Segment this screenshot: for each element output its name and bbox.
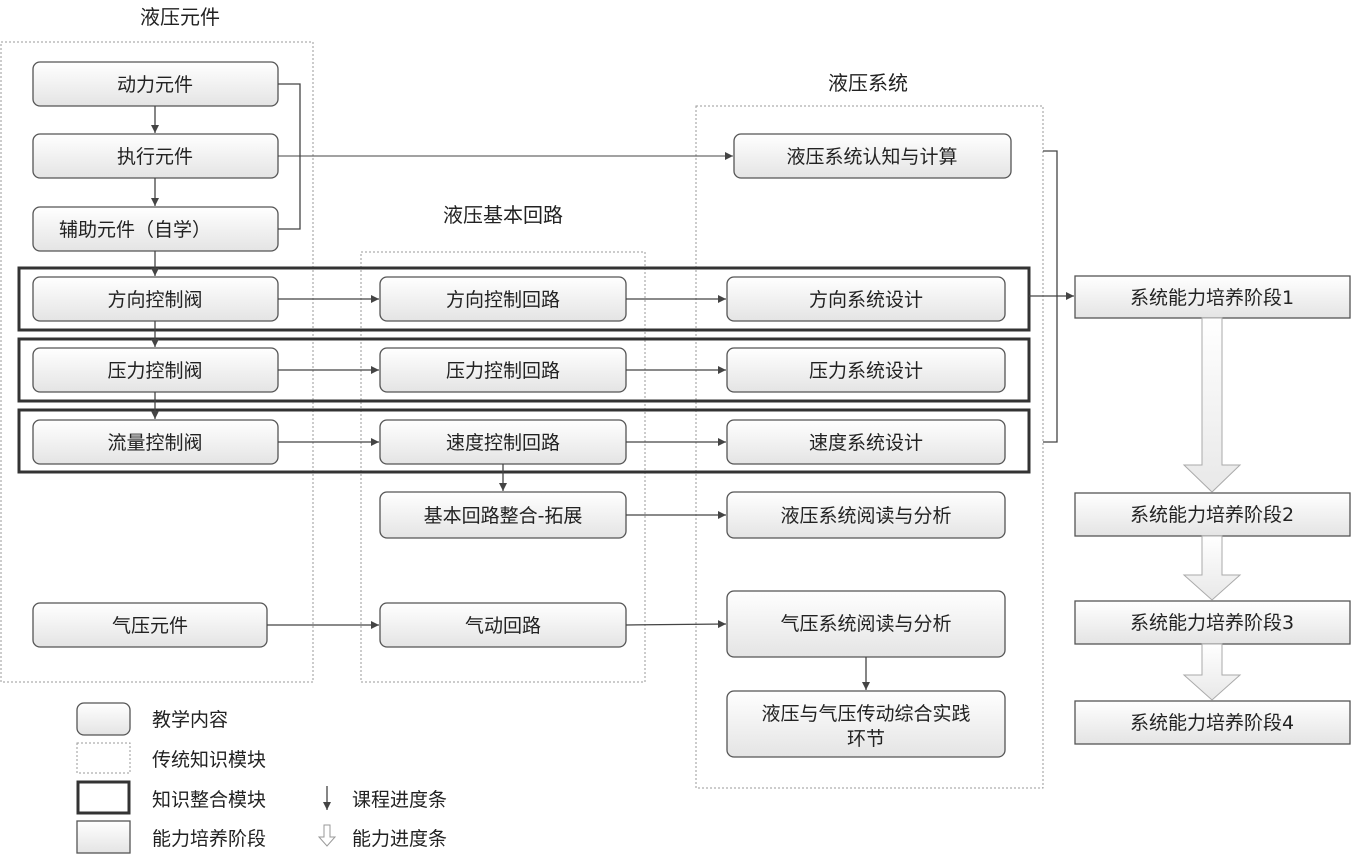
module-frame-hydraulic-system	[695, 105, 1044, 789]
node-auxiliary-element-label: 辅助元件（自学）	[59, 219, 211, 241]
integration-frame-pressure	[17, 337, 1031, 403]
stage-box-2-label: 系统能力培养阶段2	[1130, 504, 1294, 526]
node-pressure-valve-label: 压力控制阀	[107, 360, 202, 382]
legend-label-integration-module: 知识整合模块	[152, 789, 266, 811]
legend-swatch-ability-stage	[76, 820, 131, 854]
section-title-hydraulic-system: 液压系统	[828, 71, 908, 95]
legend-swatch-integration-module	[76, 780, 131, 815]
node-flow-valve-label: 流量控制阀	[107, 432, 202, 454]
stage-box-4	[1074, 700, 1351, 745]
stage-box-2	[1074, 492, 1351, 537]
node-circuit-integration-label: 基本回路整合-拓展	[424, 505, 583, 527]
node-actuator-element-label: 执行元件	[117, 146, 193, 168]
legend-label-ability-progress: 能力进度条	[352, 828, 447, 850]
stage-box-1-label: 系统能力培养阶段1	[1130, 287, 1294, 309]
connector-pneumatic-circuit-to-reading	[625, 620, 727, 629]
node-power-element-label: 动力元件	[117, 74, 193, 96]
section-title-basic-circuits: 液压基本回路	[443, 203, 563, 227]
node-speed-system-label: 速度系统设计	[809, 432, 923, 454]
node-comprehensive-practice-label-line2: 环节	[847, 728, 885, 750]
legend-label-course-progress: 课程进度条	[352, 789, 447, 811]
node-comprehensive-practice-label-line1: 液压与气压传动综合实践	[761, 703, 970, 725]
node-pneumatic-element-label: 气压元件	[112, 615, 188, 637]
legend-swatch-traditional-module	[76, 742, 131, 774]
ability-progress-arrow-1	[1182, 317, 1242, 493]
integration-frame-speed	[17, 408, 1031, 474]
module-frame-hydraulic-components	[0, 41, 314, 683]
node-direction-valve-label: 方向控制阀	[107, 289, 202, 311]
node-pressure-system-label: 压力系统设计	[809, 360, 923, 382]
legend-ability-progress-arrow	[317, 824, 337, 847]
stage-box-4-label: 系统能力培养阶段4	[1130, 712, 1294, 734]
node-pneumatic-reading-label: 气压系统阅读与分析	[780, 613, 951, 635]
legend-label-traditional-module: 传统知识模块	[152, 749, 266, 771]
node-direction-circuit-label: 方向控制回路	[446, 289, 560, 311]
ability-progress-arrow-2	[1182, 535, 1242, 601]
stage-box-1	[1074, 275, 1351, 319]
node-comprehensive-practice	[726, 690, 1006, 758]
stage-box-3	[1074, 600, 1351, 645]
node-system-reading	[726, 491, 1006, 539]
legend-swatch-teaching-content	[76, 702, 131, 736]
node-system-cognition	[733, 133, 1012, 179]
node-direction-system-label: 方向系统设计	[809, 289, 923, 311]
node-speed-system	[726, 419, 1006, 465]
node-system-cognition-label: 液压系统认知与计算	[786, 146, 957, 168]
node-pressure-system	[726, 347, 1006, 393]
integration-frame-direction	[17, 266, 1031, 332]
node-pressure-circuit-label: 压力控制回路	[446, 360, 560, 382]
node-system-reading-label: 液压系统阅读与分析	[780, 505, 951, 527]
section-title-hydraulic-components: 液压元件	[140, 5, 220, 29]
node-speed-circuit-label: 速度控制回路	[446, 432, 560, 454]
module-frame-basic-circuits	[360, 251, 646, 683]
legend-label-teaching-content: 教学内容	[152, 709, 228, 731]
node-pneumatic-circuit-label: 气动回路	[465, 615, 541, 637]
legend-label-ability-stage: 能力培养阶段	[152, 828, 266, 850]
ability-progress-arrow-3	[1182, 643, 1242, 701]
stage-box-3-label: 系统能力培养阶段3	[1130, 612, 1294, 634]
node-direction-system	[726, 276, 1006, 322]
